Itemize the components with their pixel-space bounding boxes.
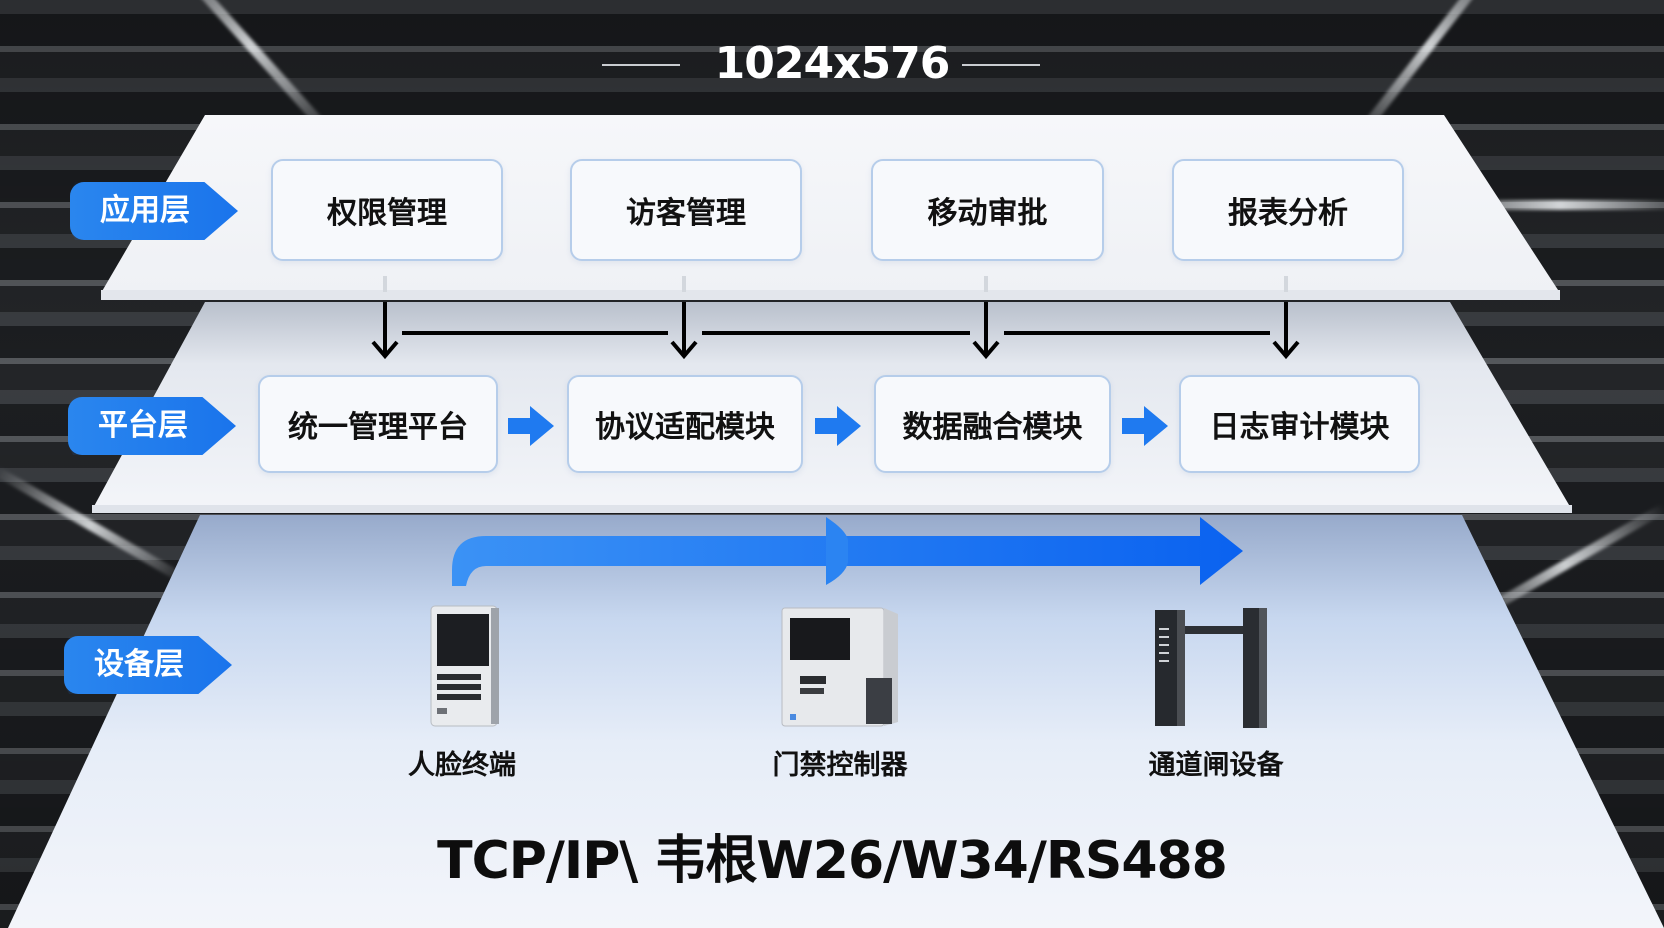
turnstile-gate-icon[interactable]	[1155, 608, 1275, 732]
device-label-turnstile: 通道闸设备	[1148, 750, 1284, 781]
module-report-analysis[interactable]: 报表分析	[1172, 159, 1404, 261]
module-data-fusion[interactable]: 数据融合模块	[874, 375, 1111, 473]
device-label-access-controller: 门禁控制器	[772, 750, 908, 781]
access-controller-icon[interactable]	[780, 604, 900, 728]
device-label-face-terminal: 人脸终端	[408, 750, 516, 781]
ceiling-light	[1440, 200, 1664, 210]
module-visitor-management[interactable]: 访客管理	[570, 159, 802, 261]
layer-tag-application: 应用层	[70, 182, 238, 240]
title-rule-right	[962, 64, 1040, 66]
title-rule-left	[602, 64, 680, 66]
module-mobile-approval[interactable]: 移动审批	[871, 159, 1104, 261]
module-log-audit[interactable]: 日志审计模块	[1179, 375, 1420, 473]
module-permission-management[interactable]: 权限管理	[271, 159, 503, 261]
right-arrow-icon	[508, 406, 554, 446]
layer-tag-device: 设备层	[64, 636, 232, 694]
down-arrows	[371, 302, 1300, 360]
module-unified-platform[interactable]: 统一管理平台	[258, 375, 498, 473]
layer-tag-platform: 平台层	[68, 397, 236, 455]
face-terminal-icon[interactable]	[425, 604, 503, 728]
right-arrow-icon	[815, 406, 861, 446]
protocol-text: TCP/IP\ 韦根W26/W34/RS488	[437, 831, 1228, 891]
diagram-title: 1024x576	[714, 38, 951, 89]
module-protocol-adapter[interactable]: 协议适配模块	[567, 375, 803, 473]
right-arrow-icon	[1122, 406, 1168, 446]
